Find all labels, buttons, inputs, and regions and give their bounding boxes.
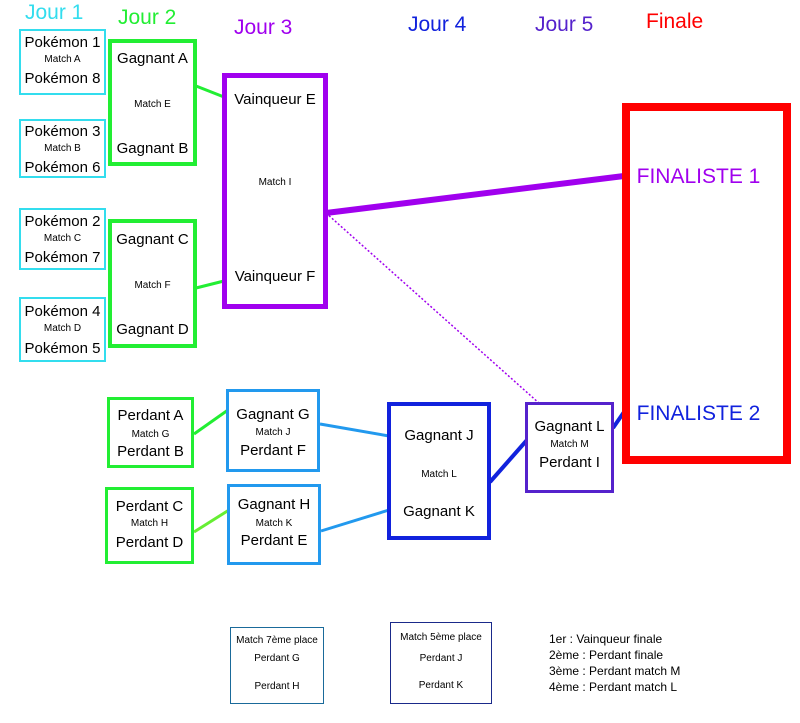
match-c-player-1: Pokémon 2 xyxy=(24,213,101,230)
match-b-box: Pokémon 3 Match B Pokémon 6 xyxy=(19,119,106,178)
match-j-player-2: Perdant F xyxy=(240,442,306,459)
match-5th-place-player-2: Perdant K xyxy=(418,680,464,691)
match-5th-place-box: Match 5ème place Perdant J Perdant K xyxy=(390,622,492,704)
match-m-box: Gagnant L Match M Perdant I xyxy=(525,402,614,493)
match-b-player-1: Pokémon 3 xyxy=(24,123,101,140)
final-day-label: Finale xyxy=(646,10,704,33)
match-j-label: Match J xyxy=(255,427,291,438)
match-7th-place-player-2: Perdant H xyxy=(254,681,300,692)
connector-g-to-j xyxy=(193,408,229,436)
match-l-player-1: Gagnant J xyxy=(404,427,474,444)
match-i-box: Vainqueur E Match I Vainqueur F xyxy=(222,73,328,309)
match-f-player-1: Gagnant C xyxy=(116,231,189,248)
connector-j-to-l xyxy=(319,422,390,438)
match-i-player-1: Vainqueur E xyxy=(234,91,316,108)
match-b-label: Match B xyxy=(44,143,81,154)
match-e-player-1: Gagnant A xyxy=(117,50,188,67)
match-d-player-2: Pokémon 5 xyxy=(24,340,101,357)
connector-i-to-finalist1 xyxy=(325,173,625,216)
match-i-player-2: Vainqueur F xyxy=(234,268,316,285)
ranking-4th: 4ème : Perdant match L xyxy=(549,680,678,694)
connector-h-to-k xyxy=(193,508,230,534)
match-f-box: Gagnant C Match F Gagnant D xyxy=(108,219,197,348)
match-f-player-2: Gagnant D xyxy=(116,321,189,338)
match-g-player-2: Perdant B xyxy=(117,443,184,460)
match-c-box: Pokémon 2 Match C Pokémon 7 xyxy=(19,208,106,270)
match-k-player-2: Perdant E xyxy=(240,532,308,549)
match-b-player-2: Pokémon 6 xyxy=(24,159,101,176)
match-e-player-2: Gagnant B xyxy=(116,140,189,157)
ranking-2nd: 2ème : Perdant finale xyxy=(549,648,664,662)
match-a-box: Pokémon 1 Match A Pokémon 8 xyxy=(19,29,106,95)
day-4-label: Jour 4 xyxy=(408,13,467,36)
match-k-box: Gagnant H Match K Perdant E xyxy=(227,484,321,565)
match-7th-place-player-1: Perdant G xyxy=(254,653,300,664)
match-g-box: Perdant A Match G Perdant B xyxy=(107,397,194,468)
match-a-label: Match A xyxy=(44,54,81,65)
match-f-label: Match F xyxy=(134,280,171,291)
day-1-label: Jour 1 xyxy=(25,1,84,24)
match-k-player-1: Gagnant H xyxy=(237,496,311,513)
match-7th-place-box: Match 7ème place Perdant G Perdant H xyxy=(230,627,324,704)
match-l-label: Match L xyxy=(421,469,457,480)
day-5-label: Jour 5 xyxy=(535,13,594,36)
match-a-player-2: Pokémon 8 xyxy=(24,70,101,87)
match-j-box: Gagnant G Match J Perdant F xyxy=(226,389,320,472)
match-g-player-1: Perdant A xyxy=(117,407,184,424)
connector-l-to-m xyxy=(488,438,529,484)
match-j-player-1: Gagnant G xyxy=(236,406,310,423)
match-d-box: Pokémon 4 Match D Pokémon 5 xyxy=(19,297,106,362)
match-c-label: Match C xyxy=(43,233,82,244)
match-g-label: Match G xyxy=(131,429,170,440)
match-e-label: Match E xyxy=(134,99,171,110)
connector-e-to-i xyxy=(195,84,225,99)
finalist-2: FINALISTE 2 xyxy=(636,402,761,425)
match-c-player-2: Pokémon 7 xyxy=(24,249,101,266)
match-h-player-1: Perdant C xyxy=(115,498,184,515)
connector-i-loser-to-m xyxy=(325,212,541,405)
match-h-player-2: Perdant D xyxy=(115,534,184,551)
connector-f-to-i xyxy=(195,279,225,290)
ranking-3rd: 3ème : Perdant match M xyxy=(549,664,681,678)
day-3-label: Jour 3 xyxy=(234,16,293,39)
match-5th-place-player-1: Perdant J xyxy=(419,653,463,664)
match-a-player-1: Pokémon 1 xyxy=(24,34,101,51)
match-m-player-2: Perdant I xyxy=(539,454,600,471)
ranking-1st: 1er : Vainqueur finale xyxy=(549,632,663,646)
match-l-player-2: Gagnant K xyxy=(403,503,475,520)
match-k-label: Match K xyxy=(255,518,293,529)
match-7th-place-title: Match 7ème place xyxy=(236,635,318,646)
match-m-label: Match M xyxy=(550,439,589,450)
final-box: FINALISTE 1 FINALISTE 2 xyxy=(622,103,791,464)
match-i-label: Match I xyxy=(258,177,292,188)
match-d-player-1: Pokémon 4 xyxy=(24,303,101,320)
match-m-player-1: Gagnant L xyxy=(534,418,605,435)
day-2-label: Jour 2 xyxy=(118,6,177,29)
match-h-label: Match H xyxy=(130,518,169,529)
connector-k-to-l xyxy=(320,508,390,533)
match-h-box: Perdant C Match H Perdant D xyxy=(105,487,194,564)
match-e-box: Gagnant A Match E Gagnant B xyxy=(108,39,197,166)
match-l-box: Gagnant J Match L Gagnant K xyxy=(387,402,491,540)
finalist-1: FINALISTE 1 xyxy=(636,165,761,188)
match-d-label: Match D xyxy=(43,323,82,334)
match-5th-place-title: Match 5ème place xyxy=(400,632,482,643)
